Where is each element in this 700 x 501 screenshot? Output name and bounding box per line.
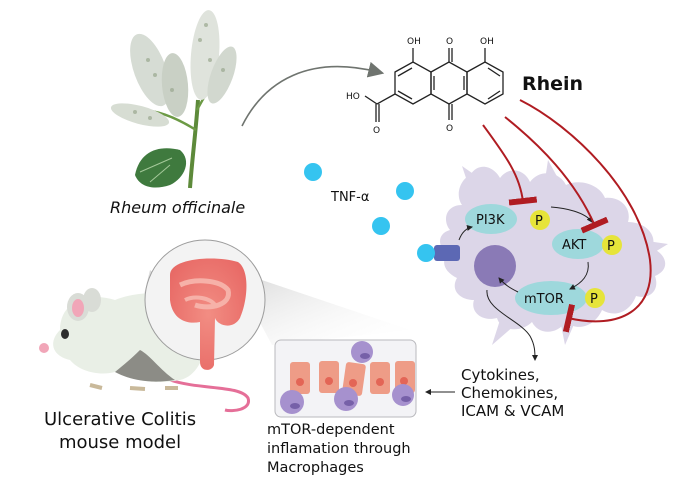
tissue-caption-line: inflamation through <box>267 441 411 457</box>
model-caption-line: mouse model <box>58 432 182 453</box>
activation-arrows <box>458 206 593 361</box>
pi3k-label: PI3K <box>476 213 505 228</box>
tissue-inset <box>274 339 417 418</box>
rhein-structure <box>364 48 504 122</box>
outputs-label: Cytokines, Chemokines, ICAM & VCAM <box>461 366 564 420</box>
zoom-cone-tissue <box>232 270 410 345</box>
rhein-inhibition-lines <box>482 99 652 333</box>
tnf-alpha-molecules <box>304 163 414 235</box>
compound-name-label: Rhein <box>522 73 584 95</box>
tissue-caption-line: Macrophages <box>267 460 364 476</box>
tissue-caption: mTOR-dependent inflamation through Macro… <box>267 421 411 478</box>
model-caption: Ulcerative Colitis mouse model <box>44 408 196 454</box>
tnf-alpha-label: TNF-α <box>331 190 370 205</box>
tissue-caption-line: mTOR-dependent <box>267 422 395 438</box>
pi3k-node: PI3K P <box>465 204 550 234</box>
outputs-line: Chemokines, <box>461 384 559 402</box>
outputs-line: Cytokines, <box>461 366 540 384</box>
mtor-phospho-label: P <box>590 292 598 307</box>
carboxyl-o-label: O <box>373 126 380 136</box>
o-top-label: O <box>446 37 453 47</box>
oh-right-label: OH <box>480 37 494 47</box>
oh-left-label: OH <box>407 37 421 47</box>
carboxyl-ho-label: HO <box>346 92 360 102</box>
mtor-label: mTOR <box>524 292 564 307</box>
pi3k-phospho-label: P <box>535 214 543 229</box>
akt-label: AKT <box>562 238 586 253</box>
model-caption-line: Ulcerative Colitis <box>44 409 197 430</box>
plant-name-label: Rheum officinale <box>110 198 246 217</box>
outputs-line: ICAM & VCAM <box>461 402 565 420</box>
akt-phospho-label: P <box>607 239 615 254</box>
akt-node: AKT P <box>552 229 622 259</box>
nucleus <box>474 245 516 287</box>
colon-zoom-circle <box>144 239 266 370</box>
rhubarb-plant-icon <box>110 10 237 189</box>
o-bottom-label: O <box>446 124 453 134</box>
tnf-receptor <box>417 244 460 262</box>
source-arrow <box>241 61 385 127</box>
